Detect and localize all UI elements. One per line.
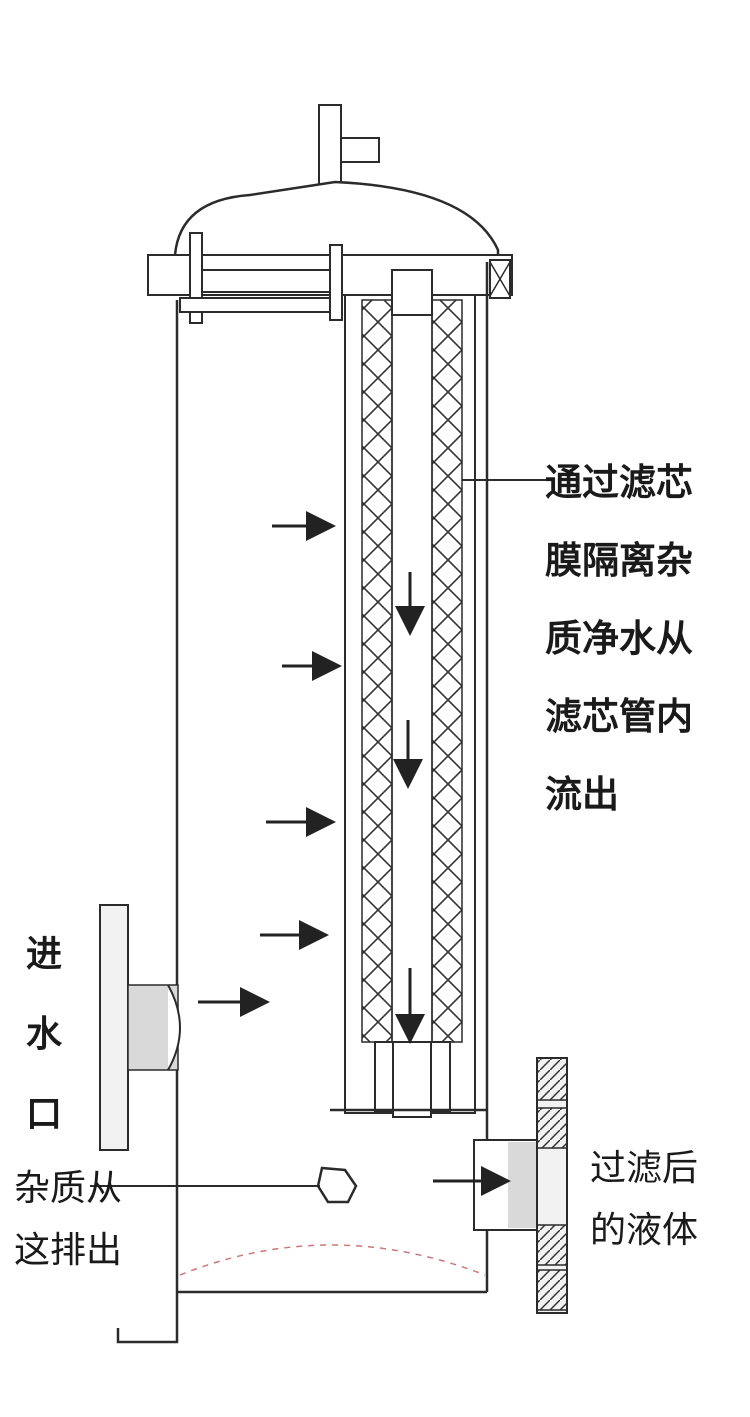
annotation-filter-flow: 通过滤芯 膜隔离杂 质净水从 滤芯管内 流出	[545, 444, 693, 834]
annotation-line: 通过滤芯	[545, 461, 693, 504]
housing-shell	[116, 262, 489, 1344]
drain-line: 杂质从	[14, 1168, 123, 1209]
annotation-line: 滤芯管内	[545, 695, 693, 738]
annotation-outlet: 过滤后 的液体	[590, 1138, 698, 1262]
annotation-line: 膜隔离杂	[545, 539, 693, 582]
inflow-arrows	[198, 511, 511, 1196]
annotation-line: 流出	[545, 773, 619, 816]
downflow-arrows	[393, 572, 425, 1044]
lid-clamp	[147, 232, 513, 324]
drain-line: 这排出	[14, 1230, 123, 1271]
inlet-flange	[99, 904, 181, 1151]
annotation-inlet: 进 水 口	[26, 915, 62, 1155]
housing-lid	[173, 180, 500, 264]
outlet-line: 的液体	[590, 1210, 699, 1251]
drain-port	[316, 1166, 358, 1204]
leader-lines	[90, 479, 548, 1187]
annotation-line: 质净水从	[545, 617, 693, 660]
annotation-drain: 杂质从 这排出	[14, 1158, 122, 1282]
inlet-char: 进	[26, 934, 63, 975]
outlet-line: 过滤后	[590, 1148, 699, 1189]
top-handle	[318, 104, 380, 186]
inlet-char: 口	[26, 1094, 63, 1135]
inlet-char: 水	[26, 1014, 63, 1055]
